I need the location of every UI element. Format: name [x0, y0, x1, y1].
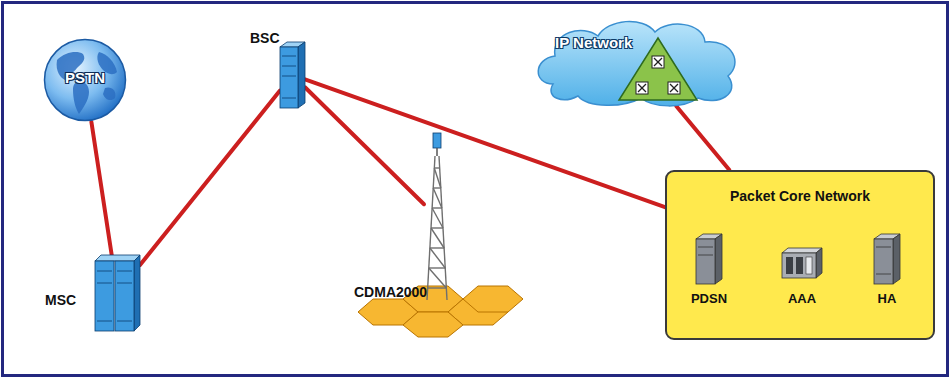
radio-tower — [424, 132, 450, 302]
link-line — [91, 122, 111, 255]
node-label: HA — [857, 292, 917, 307]
aaa-server-icon — [782, 248, 822, 278]
ha-server-icon — [874, 234, 900, 284]
core-box: PDSN AAA HA Packet Core Network — [665, 170, 935, 340]
ha-node: HA — [857, 234, 917, 316]
ip-cloud — [533, 14, 743, 106]
msc-node: MSC — [40, 252, 145, 334]
link-line — [140, 91, 280, 265]
aaa-node: AAA — [772, 234, 832, 316]
node-label: PSTN — [43, 69, 127, 86]
node-label: PDSN — [679, 292, 739, 307]
pstn-globe-node: PSTN — [43, 38, 127, 122]
cell-hexagons — [350, 272, 530, 338]
pdsn-server-icon — [696, 234, 722, 284]
node-label: Packet Core Network — [667, 188, 933, 204]
network-cloud-node: IP Network — [533, 14, 743, 106]
cell-site-node: CDMA2000 — [424, 132, 450, 302]
bsc-server-icon — [280, 42, 305, 108]
node-label: AAA — [772, 292, 832, 307]
link-line — [305, 87, 424, 204]
bsc-node: BSC — [248, 28, 310, 110]
msc-switch-icon — [95, 255, 140, 331]
node-label: IP Network — [555, 34, 632, 51]
pdsn-node: PDSN — [679, 234, 739, 316]
link-line — [676, 106, 729, 170]
node-label: CDMA2000 — [354, 284, 427, 300]
node-label: BSC — [250, 30, 280, 46]
node-label: MSC — [45, 292, 76, 308]
